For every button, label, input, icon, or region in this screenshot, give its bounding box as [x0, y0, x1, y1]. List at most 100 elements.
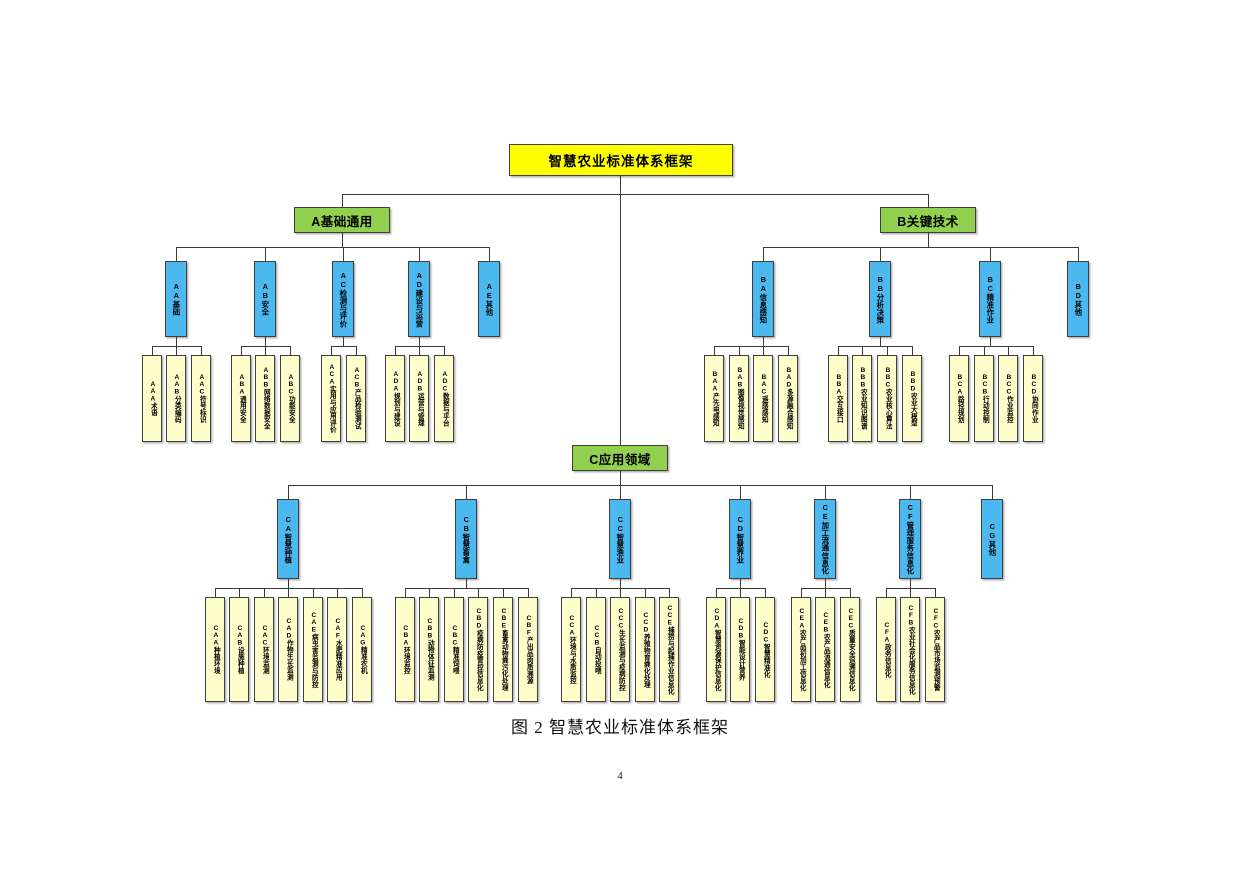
node-cae-label: CAE病虫害监测与防控	[310, 611, 318, 688]
node-cfa[interactable]: CFA政务信息化	[876, 597, 896, 702]
node-branch-c[interactable]: C应用领域	[572, 445, 668, 471]
node-ac[interactable]: AC检测与评价	[332, 261, 354, 337]
node-ce[interactable]: CE加工流通信息化	[814, 499, 836, 579]
node-baa[interactable]: BAA产先电感知	[704, 355, 724, 442]
node-ab[interactable]: AB安全	[254, 261, 276, 337]
connector-cd-c1	[740, 588, 741, 597]
node-bbc[interactable]: BBC农业核心算法	[877, 355, 897, 442]
connector-a-to-aa	[176, 247, 177, 261]
node-bad-label: BAD多源融合感知	[785, 367, 793, 430]
node-ad[interactable]: AD建设与运营	[408, 261, 430, 337]
node-cba[interactable]: CBA环境监控	[395, 597, 415, 702]
node-bba[interactable]: BBA交互接口	[828, 355, 848, 442]
node-caa-label: CAA种植环境	[212, 625, 220, 674]
node-aca-label: ACA实用与应用评价	[328, 363, 336, 434]
connector-cb-c0	[405, 588, 406, 597]
node-bcc[interactable]: BCC作业监控	[998, 355, 1018, 442]
node-cdb[interactable]: CDB智能设计营养	[730, 597, 750, 702]
connector-cf-c2	[935, 588, 936, 597]
connector-ce-c2	[850, 588, 851, 597]
node-cfc[interactable]: CFC农产品市场监测预警	[925, 597, 945, 702]
node-abb[interactable]: ABB网络数据安全	[255, 355, 275, 442]
node-ccc[interactable]: CCC生长监测与疫病防控	[610, 597, 630, 702]
connector-cb-bus	[405, 588, 528, 589]
node-bab[interactable]: BAB图像视觉感知	[729, 355, 749, 442]
node-cdc[interactable]: CDC智慧精准化	[755, 597, 775, 702]
connector-ac-c1	[356, 346, 357, 355]
node-cbc[interactable]: CBC精准饲喂	[444, 597, 464, 702]
node-ccb[interactable]: CCB自动投喂	[586, 597, 606, 702]
node-root[interactable]: 智慧农业标准体系框架	[509, 144, 733, 176]
node-ae-label: AE其他	[484, 282, 494, 316]
node-ac-label: AC检测与评价	[338, 270, 348, 328]
node-cb[interactable]: CB智慧畜禽	[455, 499, 477, 579]
node-cd[interactable]: CD智慧养业	[729, 499, 751, 579]
node-ae[interactable]: AE其他	[478, 261, 500, 337]
node-ceb[interactable]: CEB农产品流通信息化	[815, 597, 835, 702]
node-acb[interactable]: ACB产品检验测试	[346, 355, 366, 442]
connector-bc-stem	[990, 337, 991, 346]
node-bad[interactable]: BAD多源融合感知	[778, 355, 798, 442]
node-cec[interactable]: CEC质量安全追溯信息化	[840, 597, 860, 702]
connector-ad-stem	[419, 337, 420, 346]
node-ccd[interactable]: CCD养殖物育粪化处理	[635, 597, 655, 702]
node-cf[interactable]: CF管理服务信息化	[899, 499, 921, 579]
connector-cb-c3	[478, 588, 479, 597]
node-bcb[interactable]: BCB行动控制	[974, 355, 994, 442]
node-cea[interactable]: CEA农产品初加工信息化	[791, 597, 811, 702]
node-bca[interactable]: BCA路径规划	[949, 355, 969, 442]
node-cce[interactable]: CCE捕捞与起捕作业信息化	[659, 597, 679, 702]
node-cfb[interactable]: CFB农业社会化服务信息化	[900, 597, 920, 702]
node-bcd[interactable]: BCD协同作业	[1023, 355, 1043, 442]
node-cag[interactable]: CAG精准农机	[352, 597, 372, 702]
connector-root-to-a	[342, 194, 343, 207]
node-ada[interactable]: ADA规划与建设	[385, 355, 405, 442]
node-caf-label: CAF水肥精准应用	[334, 618, 342, 681]
node-bd[interactable]: BD其他	[1067, 261, 1089, 337]
node-cbb[interactable]: CBB动物体征监测	[419, 597, 439, 702]
node-branch-a[interactable]: A基础通用	[294, 207, 390, 233]
node-adc-label: ADC数据与平台	[441, 370, 449, 427]
node-cbd[interactable]: CBD疫病防疫管控信息化	[468, 597, 488, 702]
node-ba[interactable]: BA信息感知	[752, 261, 774, 337]
node-ca[interactable]: CA智慧种植	[277, 499, 299, 579]
node-cda-label: CDA智慧资源保护信息化	[713, 608, 721, 691]
node-aba[interactable]: ABA通用安全	[231, 355, 251, 442]
connector-a-stem	[342, 233, 343, 247]
node-bb[interactable]: BB分析决策	[869, 261, 891, 337]
connector-a-to-ab	[265, 247, 266, 261]
node-branch-b[interactable]: B关键技术	[880, 207, 976, 233]
node-aaa[interactable]: AAA术语	[142, 355, 162, 442]
connector-cc-c2	[620, 588, 621, 597]
node-aac[interactable]: AAC符号标识	[191, 355, 211, 442]
node-cbf[interactable]: CBF产出品肉质溯源	[518, 597, 538, 702]
node-cad[interactable]: CAD作物生长监测	[278, 597, 298, 702]
node-ce-label: CE加工流通信息化	[820, 503, 830, 575]
node-cg[interactable]: CG其他	[981, 499, 1003, 579]
node-bc[interactable]: BC精准作业	[979, 261, 1001, 337]
node-cc[interactable]: CC智慧渔业	[609, 499, 631, 579]
node-cae[interactable]: CAE病虫害监测与防控	[303, 597, 323, 702]
node-aa[interactable]: AA基础	[165, 261, 187, 337]
node-caf[interactable]: CAF水肥精准应用	[327, 597, 347, 702]
node-abc[interactable]: ABC功能安全	[280, 355, 300, 442]
node-aca[interactable]: ACA实用与应用评价	[321, 355, 341, 442]
node-cca[interactable]: CCA环境与水质监控	[561, 597, 581, 702]
node-bbd-label: BBD农业大模型	[909, 370, 917, 427]
node-bd-label: BD其他	[1073, 282, 1083, 316]
node-aa-label: AA基础	[171, 282, 181, 316]
connector-ca-c3	[288, 588, 289, 597]
node-bac[interactable]: BAC遥感感知	[753, 355, 773, 442]
node-cab[interactable]: CAB设施种植	[229, 597, 249, 702]
node-caa[interactable]: CAA种植环境	[205, 597, 225, 702]
node-aab[interactable]: AAB分类编码	[166, 355, 186, 442]
node-adc[interactable]: ADC数据与平台	[434, 355, 454, 442]
node-cac[interactable]: CAC环境监测	[254, 597, 274, 702]
connector-b-to-ba	[763, 247, 764, 261]
node-bbd[interactable]: BBD农业大模型	[902, 355, 922, 442]
node-cbe[interactable]: CBE畜禽动物粪污化处理	[493, 597, 513, 702]
node-ba-label: BA信息感知	[758, 274, 768, 324]
node-bbb[interactable]: BBB农业知识图谱	[852, 355, 872, 442]
node-cda[interactable]: CDA智慧资源保护信息化	[706, 597, 726, 702]
node-adb[interactable]: ADB运营与管理	[409, 355, 429, 442]
